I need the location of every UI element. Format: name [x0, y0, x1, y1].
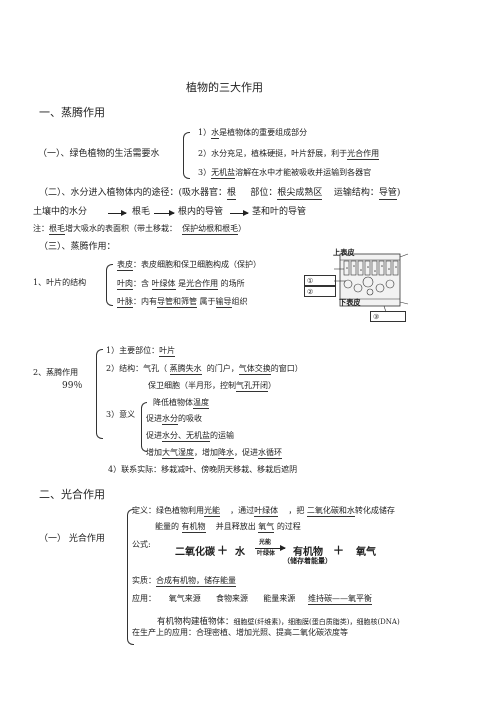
flow-root-hair: 根毛 — [132, 207, 151, 217]
organic-build: 有机物构建植物体：细胞壁(纤维素)，细胞膜(蛋白质脂类)，细胞核(DNA) — [157, 617, 400, 627]
label-box-3: ③ — [370, 311, 406, 322]
arrow-icon — [230, 210, 249, 216]
flow-root-vessel: 根内的导管 — [178, 207, 224, 217]
leaf-vein: 叶脉：内有导管和筛管 属于输导组织 — [117, 297, 248, 308]
label-lower-epidermis: 下表皮 — [339, 298, 361, 307]
water-item-1: 1）水是植物体的重要组成部分 — [198, 128, 308, 139]
brace — [96, 349, 103, 439]
formula-plus: ＋ — [217, 544, 228, 557]
formula-co2: 二氧化碳 — [175, 547, 215, 558]
formula-plus: ＋ — [333, 544, 344, 557]
part3-label: （三）、蒸腾作用： — [39, 242, 116, 252]
transpiration-label: 2、蒸腾作用 — [33, 368, 79, 377]
arrow-icon — [108, 210, 127, 216]
part2-pathway: （二）、水分进入植物体内的途径：(吸水器官：根 部位：根尖成熟区 运输结构：导管… — [39, 188, 401, 200]
photosynthesis-label: （一） 光合作用 — [39, 534, 105, 544]
leaf-structure-label: 1、叶片的结构 — [33, 278, 87, 287]
definition-line-1: 定义：绿色植物利用光能 ，通过叶绿体 ，把 二氧化碳和水转化成储存 — [132, 506, 395, 517]
label-upper-epidermis: 上表皮 — [333, 248, 355, 257]
water-item-2: 2）水分充足，植株硬挺，叶片舒展，利于光合作用 — [198, 149, 380, 160]
guard-cell: 保卫细胞（半月形，控制气孔开闭） — [148, 381, 276, 392]
section-heading-photosynthesis: 二、光合作用 — [39, 488, 105, 501]
stomata-structure: 2）结构：气孔（ 蒸腾失水 的门户，气体交换的窗口） — [106, 364, 303, 375]
significance-2: 促进水分的吸收 — [146, 414, 202, 425]
leaf-mesophyll: 叶肉：含 叶绿体 是光合作用 的场所 — [117, 279, 245, 290]
transpiration-percent: 99％ — [62, 381, 83, 391]
brace — [141, 402, 147, 452]
leaf-cross-section-diagram — [334, 253, 409, 313]
leaf-epidermis: 表皮：表皮细胞和保卫细胞构成（保护） — [117, 260, 261, 271]
water-item-3: 3）无机盐溶解在水中才能被吸收并运输到各器官 — [198, 168, 372, 179]
brace — [127, 509, 134, 645]
formula-o2: 氧气 — [356, 547, 376, 558]
significance-label: 3）意义 — [106, 410, 136, 419]
formula-condition-chloroplast: 叶绿体 — [257, 550, 276, 557]
formula-water: 水 — [235, 547, 245, 558]
arrow-icon — [154, 210, 175, 216]
main-site: 1）主要部位：叶片 — [106, 346, 176, 357]
significance-4: 增加大气湿度，增加降水，促进水循环 — [146, 448, 282, 459]
significance-3: 促进水分、无机盐的运输 — [146, 431, 234, 442]
formula-label: 公式: — [132, 540, 151, 549]
flow-soil-water: 土壤中的水分 — [33, 207, 88, 217]
section-heading-transpiration: 一、蒸腾作用 — [39, 106, 105, 119]
formula-condition-light: 光能 — [259, 539, 272, 546]
practical-application: 4）联系实际：移栽减叶、傍晚阴天移栽、移栽后遮阴 — [108, 465, 298, 474]
label-box-2: ② — [304, 286, 336, 297]
formula-energy-note: （储存着能量） — [283, 556, 332, 565]
part1-label: （一）、绿色植物的生活需要水 — [38, 149, 160, 159]
significance-1: 降低植物体温度 — [153, 398, 209, 409]
essence: 实质：合成有机物，储存能量 — [132, 576, 236, 587]
page-title: 植物的三大作用 — [186, 81, 263, 94]
arrow-icon — [255, 545, 286, 551]
definition-line-2: 能量的 有机物 并且释放出 氧气 的过程 — [155, 522, 301, 533]
brace — [183, 132, 190, 179]
brace — [106, 264, 113, 306]
note-root-hair: 注：根毛增大吸水的表面积（带土移栽： 保护幼根和根毛） — [33, 224, 247, 235]
formula-organic: 有机物 — [293, 547, 323, 558]
production-application: 在生产上的应用：合理密植、增加光照、提高二氧化碳浓度等 — [132, 628, 348, 637]
applications: 应用： 氧气来源 食物来源 能量来源 维持碳——氧平衡 — [132, 594, 372, 605]
flow-stem-leaf-vessel: 茎和叶的导管 — [252, 207, 307, 217]
label-box-1: ① — [304, 275, 336, 286]
